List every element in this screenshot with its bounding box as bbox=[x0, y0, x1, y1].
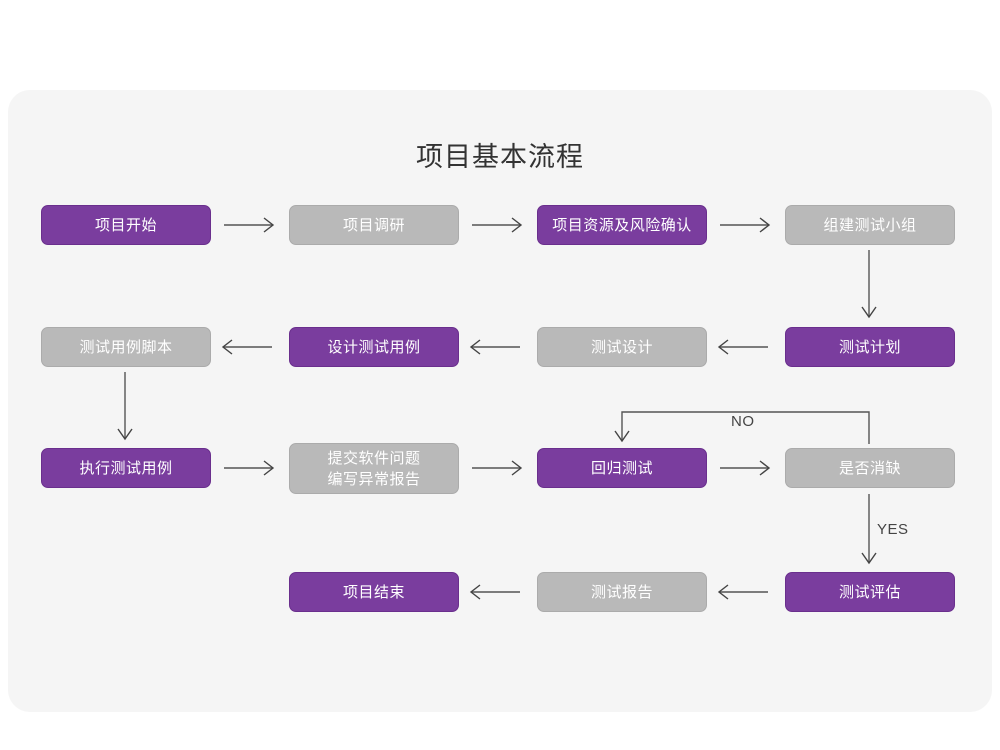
node-design-test-case[interactable]: 设计测试用例 bbox=[289, 327, 459, 367]
arrow-n10-n11 bbox=[472, 460, 523, 476]
arrow-n3-n4 bbox=[720, 217, 771, 233]
node-defect-cleared[interactable]: 是否消缺 bbox=[785, 448, 955, 488]
arrow-n2-n3 bbox=[472, 217, 523, 233]
node-project-end[interactable]: 项目结束 bbox=[289, 572, 459, 612]
node-test-report[interactable]: 测试报告 bbox=[537, 572, 707, 612]
node-test-design[interactable]: 测试设计 bbox=[537, 327, 707, 367]
arrow-n12-n15-yes bbox=[861, 494, 877, 565]
node-execute-test-case[interactable]: 执行测试用例 bbox=[41, 448, 211, 488]
node-test-case-script[interactable]: 测试用例脚本 bbox=[41, 327, 211, 367]
arrow-n4-n8 bbox=[861, 250, 877, 319]
edge-label-yes: YES bbox=[877, 521, 909, 538]
edge-label-no: NO bbox=[731, 413, 755, 430]
node-form-test-team[interactable]: 组建测试小组 bbox=[785, 205, 955, 245]
arrow-n14-n13 bbox=[469, 584, 520, 600]
node-test-evaluation[interactable]: 测试评估 bbox=[785, 572, 955, 612]
arrow-n7-n6 bbox=[469, 339, 520, 355]
arrow-n11-n12 bbox=[720, 460, 771, 476]
node-project-start[interactable]: 项目开始 bbox=[41, 205, 211, 245]
arrow-n8-n7 bbox=[717, 339, 768, 355]
arrow-n1-n2 bbox=[224, 217, 275, 233]
page-title: 项目基本流程 bbox=[416, 142, 584, 172]
node-submit-issue-report[interactable]: 提交软件问题 编写异常报告 bbox=[289, 443, 459, 494]
arrow-n15-n14 bbox=[717, 584, 768, 600]
node-project-research[interactable]: 项目调研 bbox=[289, 205, 459, 245]
node-test-plan[interactable]: 测试计划 bbox=[785, 327, 955, 367]
node-resource-risk-confirm[interactable]: 项目资源及风险确认 bbox=[537, 205, 707, 245]
arrow-n6-n5 bbox=[221, 339, 272, 355]
arrow-n12-n11-no-loop bbox=[614, 411, 870, 444]
node-regression-test[interactable]: 回归测试 bbox=[537, 448, 707, 488]
arrow-n5-n9 bbox=[117, 372, 133, 441]
arrow-n9-n10 bbox=[224, 460, 275, 476]
